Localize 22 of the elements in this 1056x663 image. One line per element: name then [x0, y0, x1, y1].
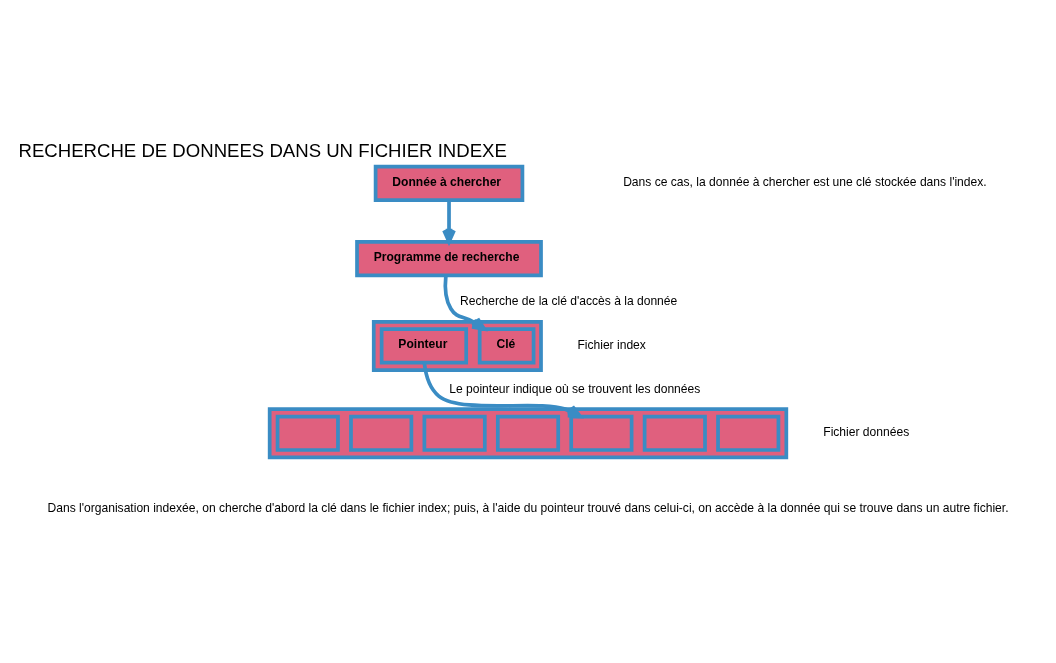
- edge-label: Recherche de la clé d'accès à la donnée: [460, 293, 678, 308]
- edge-label: Le pointeur indique où se trouvent les données: [449, 381, 701, 396]
- node-label: Fichier index: [577, 337, 646, 352]
- cluster: [371, 319, 543, 372]
- node-label: Fichier données: [823, 424, 910, 439]
- diagram-title: RECHERCHE DE DONNEES DANS UN FICHIER INDEXE: [18, 139, 507, 161]
- node-box: [275, 414, 340, 452]
- caption: Dans l'organisation indexée, on cherche d'abord la clé dans le fichier index; puis, à l'aide du pointeur trouvé dans celui-ci, on accède à la donnée qui se trouve dans un autre fichier.: [47, 500, 1009, 515]
- node-box: [642, 414, 707, 452]
- label: Dans ce cas, la donnée à chercher est une clé stockée dans l'index.: [623, 174, 987, 189]
- node-box: [569, 414, 634, 452]
- arrow: [443, 275, 486, 331]
- node-box: Clé: [477, 326, 536, 365]
- node-box: [716, 414, 781, 452]
- node-box: [349, 414, 414, 452]
- node-box: [495, 414, 561, 452]
- node-box: [422, 414, 487, 452]
- node-box: Pointeur: [379, 326, 469, 365]
- node-box: Donnée à chercher: [373, 164, 525, 202]
- arrow: [442, 199, 456, 244]
- arrow: [422, 361, 582, 418]
- node-box: Programme de recherche: [355, 239, 543, 277]
